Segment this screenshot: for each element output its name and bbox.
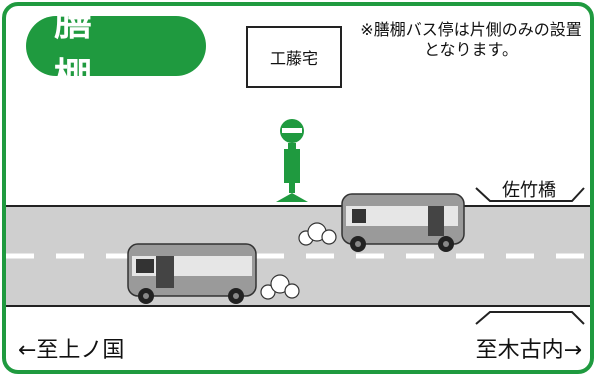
exhaust-cloud-icon	[298, 222, 337, 246]
placement-note: ※膳棚バス停は片側のみの設置となります。	[360, 20, 582, 59]
exhaust-cloud-icon	[260, 274, 300, 300]
bridge-top-bracket	[475, 187, 585, 202]
bridge-label: 佐竹橋	[502, 180, 556, 201]
landmark-label: 工藤宅	[269, 49, 318, 68]
direction-left: ←至上ノ国	[18, 338, 125, 363]
direction-right: 至木古内→	[475, 338, 582, 363]
landmark-house: 工藤宅	[246, 26, 342, 88]
bus-icon	[127, 243, 257, 304]
bus-icon	[341, 193, 465, 252]
bus-stop-pole-icon	[276, 119, 308, 202]
road-diagram	[6, 119, 590, 325]
bridge-bottom-bracket	[475, 311, 585, 325]
